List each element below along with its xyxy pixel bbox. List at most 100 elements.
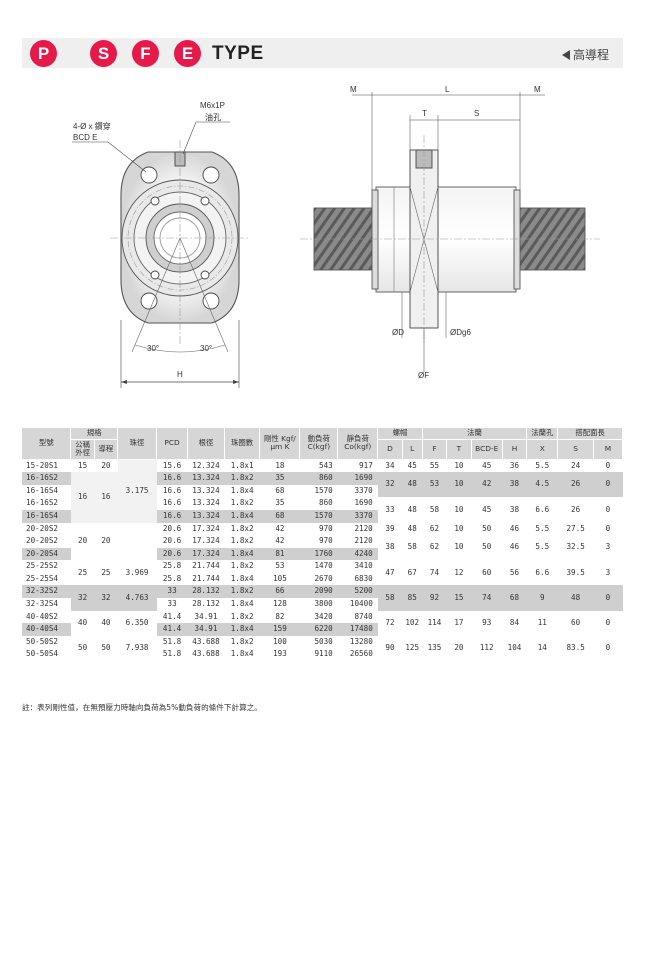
cell-f: 74: [429, 567, 440, 577]
cell-m: 0: [605, 504, 611, 514]
m-right-label: M: [534, 85, 541, 94]
cell-pcd: 16.6: [162, 485, 182, 495]
cell-rigidity: 68: [275, 485, 285, 495]
cell-x: 6.6: [535, 504, 550, 514]
cell-s: 26: [557, 472, 594, 498]
cell-model: 20-20S2: [26, 536, 59, 546]
spec-table: 型號 規格 珠徑 PCD 根徑 珠圈數 剛性 Kgf/μm K 動負荷 C(kg…: [22, 428, 624, 661]
cell-bcde: 42: [471, 472, 503, 498]
col-pcd: PCD: [156, 428, 189, 460]
nut-body: [375, 186, 517, 293]
col-nut: 螺帽: [377, 428, 423, 440]
cell-f: 55: [429, 460, 440, 470]
nut-cap-left: [371, 189, 379, 290]
col-f: F: [422, 439, 448, 460]
cell-lead: 25: [101, 567, 111, 577]
table-row: 25-25S4 25.8 21.744 1.8x4 105 2670 6830: [22, 573, 623, 586]
cell-turns: 1.8x2: [230, 611, 254, 621]
m-left-label: M: [350, 85, 357, 94]
cell-ball: 4.763: [117, 585, 157, 611]
cell-nominal: 32: [70, 585, 95, 611]
cell-dyn: 6220: [299, 623, 338, 636]
cell-h: 38: [509, 504, 520, 514]
cell-d: 47: [385, 567, 395, 577]
cell-s: 26: [571, 504, 581, 514]
cell-m: 0: [593, 472, 623, 498]
cell-t: 15: [446, 585, 472, 611]
cell-dyn: 970: [319, 536, 333, 546]
cell-turns: 1.8x4: [224, 509, 260, 523]
thread-label: M6x1P: [200, 101, 225, 110]
cell-pcd: 41.4: [162, 611, 182, 621]
badge-e: E: [174, 40, 201, 67]
col-x: X: [526, 439, 559, 460]
cell-model: 40-40S2: [26, 611, 59, 621]
cell-pcd: 33: [156, 585, 188, 599]
cell-d: 90: [385, 643, 395, 653]
left-arrow-icon: [561, 50, 570, 60]
cell-rigidity: 193: [273, 649, 287, 659]
cell-pcd: 25.8: [162, 573, 182, 583]
col-flange: 法蘭: [422, 428, 528, 440]
cell-root: 34.91: [194, 611, 218, 621]
col-l: L: [402, 439, 423, 460]
small-hole-icon: [200, 270, 210, 280]
cell-rigidity: 18: [275, 460, 285, 470]
hole-leader: [72, 141, 147, 173]
cell-f: 53: [422, 472, 447, 498]
cell-model: 20-20S4: [22, 547, 71, 561]
cell-s: 24: [571, 460, 581, 470]
col-m: M: [593, 439, 624, 460]
cell-t: 10: [454, 504, 464, 514]
cell-model: 16-16S4: [22, 509, 71, 523]
cell-x: 14: [537, 643, 547, 653]
cell-pcd: 20.6: [162, 536, 182, 546]
table-header: 型號 規格 珠徑 PCD 根徑 珠圈數 剛性 Kgf/μm K 動負荷 C(kg…: [22, 428, 624, 460]
cell-rigidity: 100: [273, 636, 287, 646]
cell-s: 27.5: [566, 523, 585, 533]
cell-l: 48: [407, 523, 417, 533]
cell-l: 67: [407, 567, 417, 577]
cell-pcd: 20.6: [162, 523, 182, 533]
nut-cap-right: [513, 189, 521, 290]
cell-ball: 3.969: [125, 567, 149, 577]
cell-nominal: 50: [78, 643, 88, 653]
cell-s: 83.5: [566, 643, 585, 653]
cell-s: 60: [571, 617, 581, 627]
cell-model: 50-50S2: [26, 636, 59, 646]
cell-turns: 1.8x2: [230, 523, 254, 533]
cell-dyn: 1570: [314, 485, 333, 495]
cell-l: 85: [402, 585, 423, 611]
cell-h: 38: [502, 472, 527, 498]
col-t: T: [446, 439, 472, 460]
table-row: 20-20S2 20.6 17.324 1.8x2 42 970 2120 38…: [22, 535, 623, 551]
table-row: 32-32S2 32 32 4.763 33 28.132 1.8x2 66 2…: [22, 585, 623, 611]
cell-l: 45: [407, 460, 417, 470]
cell-ball: 3.175: [117, 459, 157, 523]
bolt-hole-icon: [202, 166, 220, 184]
cell-dyn: 9110: [314, 649, 333, 659]
cell-t: 10: [454, 542, 464, 552]
cell-nominal: 20: [78, 536, 88, 546]
h-label: H: [177, 370, 183, 379]
cell-stat: 10400: [349, 599, 373, 609]
cell-dyn: 2670: [314, 573, 333, 583]
cell-turns: 1.8x4: [230, 599, 254, 609]
cell-f: 92: [422, 585, 447, 611]
cell-t: 17: [454, 617, 464, 627]
cell-turns: 1.8x4: [230, 485, 254, 495]
cell-m: 0: [605, 617, 611, 627]
cell-bcde: 45: [482, 504, 492, 514]
cell-f: 62: [429, 542, 440, 552]
cell-stat: 2120: [354, 536, 373, 546]
cell-lead: 16: [94, 472, 118, 523]
cell-pcd: 20.6: [156, 547, 188, 561]
col-spec: 規格: [70, 428, 119, 440]
l-label: L: [445, 85, 450, 94]
col-counterbore: 搭配面長: [557, 428, 623, 440]
cell-d: 58: [377, 585, 403, 611]
cell-stat: 13280: [349, 636, 373, 646]
cell-ball: [118, 523, 157, 561]
cell-lead: 50: [101, 643, 111, 653]
cell-dyn: 860: [319, 498, 333, 508]
